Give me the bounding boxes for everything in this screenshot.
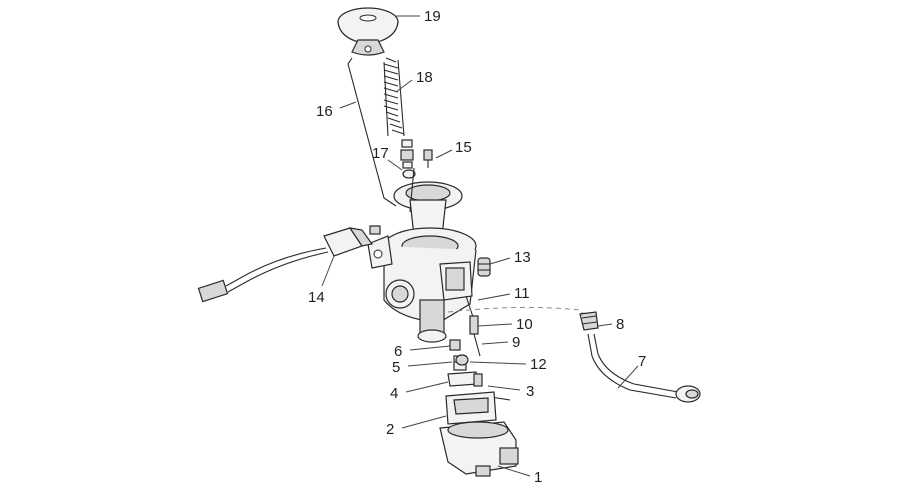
diaphragm-assembly [393, 167, 463, 237]
callout-4: 4 [390, 385, 398, 402]
carburetor-body [367, 225, 477, 343]
part-8-screw [579, 311, 599, 331]
part-2-float [445, 391, 497, 425]
callout-6: 6 [394, 343, 402, 360]
callout-10: 10 [516, 316, 533, 333]
callout-11: 11 [514, 285, 530, 302]
part-13-idle-screw [477, 257, 491, 277]
part-17-needle-clip [400, 139, 416, 179]
part-14-electric-choke [197, 227, 374, 303]
callout-19: 19 [424, 8, 441, 25]
connection-dashed-line [447, 306, 591, 323]
callout-16: 16 [316, 103, 333, 120]
callout-8: 8 [616, 316, 624, 333]
callout-1: 1 [534, 469, 542, 483]
callout-17: 17 [372, 145, 389, 162]
part-18-spring [383, 57, 405, 137]
callout-13: 13 [514, 249, 531, 266]
part-16-bracket-line [347, 57, 397, 207]
part-1-float-bowl [439, 421, 519, 477]
part-15-screw [423, 149, 433, 168]
part-6-jet [449, 339, 461, 351]
callout-2: 2 [386, 421, 394, 438]
callout-5: 5 [392, 359, 400, 376]
part-9-needle [473, 333, 481, 357]
part-19-top-cover [337, 7, 399, 56]
part-10-jet [469, 315, 479, 335]
callout-9: 9 [512, 334, 520, 351]
part-12-jet [455, 354, 469, 366]
callout-12: 12 [530, 356, 547, 373]
callout-7: 7 [638, 353, 646, 370]
callout-18: 18 [416, 69, 433, 86]
callout-3: 3 [526, 383, 534, 400]
callout-15: 15 [455, 139, 472, 156]
callout-14: 14 [308, 289, 325, 306]
part-7-cable [587, 333, 701, 403]
